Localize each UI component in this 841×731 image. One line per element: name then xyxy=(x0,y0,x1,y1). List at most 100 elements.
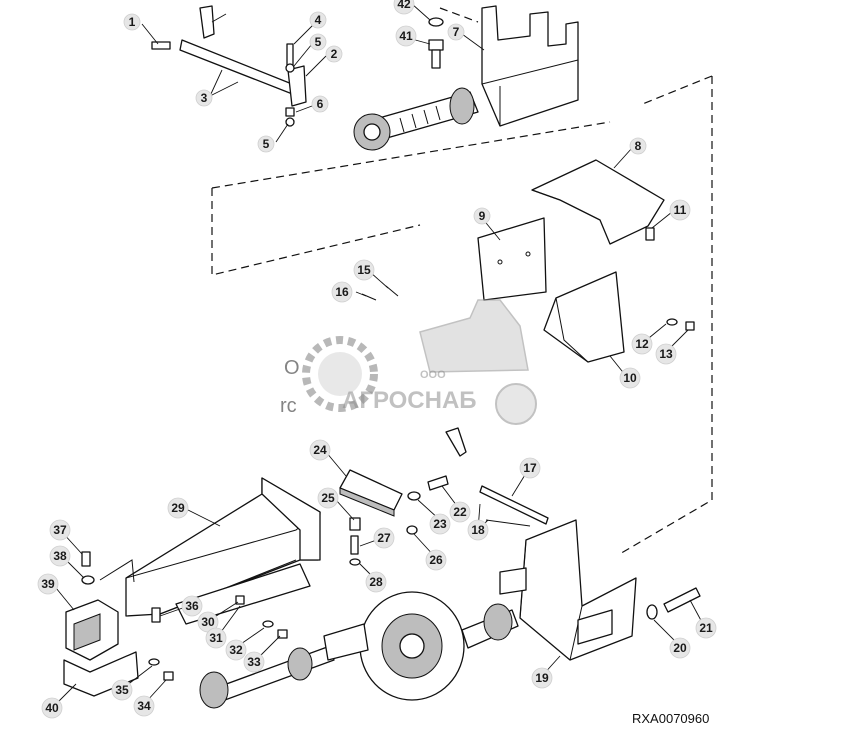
callout-c21: 21 xyxy=(695,617,717,639)
callout-c22: 22 xyxy=(449,501,471,523)
callout-bubble xyxy=(519,457,541,479)
callout-number: 10 xyxy=(623,371,637,385)
callout-number: 33 xyxy=(247,655,261,669)
callout-bubble xyxy=(167,497,189,519)
lower-cover-10-fold xyxy=(555,297,589,363)
callout-bubble xyxy=(41,697,63,719)
callout-bubble xyxy=(353,259,375,281)
callout-c17: 17 xyxy=(519,457,541,479)
callout-bubble xyxy=(195,89,213,107)
upper-shaft-yoke-left-inner xyxy=(363,123,381,141)
callout-bubble xyxy=(331,281,353,303)
bar-bracket-right xyxy=(287,65,307,107)
callout-c12: 12 xyxy=(631,333,653,355)
callout-number: 37 xyxy=(53,523,67,537)
callout-number: 22 xyxy=(453,505,467,519)
callout-bubble xyxy=(669,199,691,221)
callout-bubble xyxy=(309,11,327,29)
end-cap-39-opening xyxy=(73,613,101,651)
gearbox-hub xyxy=(399,633,425,659)
text-fragment-o: O xyxy=(284,357,300,379)
callout-number: 15 xyxy=(357,263,371,277)
callout-c26: 26 xyxy=(425,549,447,571)
callout-bubble xyxy=(257,135,275,153)
callout-bubble xyxy=(429,513,451,535)
pin-18 xyxy=(485,519,531,527)
nut-31 xyxy=(235,595,245,605)
upper-shaft-ribs xyxy=(399,105,441,133)
callout-number: 2 xyxy=(331,47,338,61)
end-cap-bracket xyxy=(99,559,135,583)
callout-number: 5 xyxy=(263,137,270,151)
callout-bubble xyxy=(395,25,417,47)
callout-c28: 28 xyxy=(365,571,387,593)
bolt-34 xyxy=(163,671,174,681)
nut-6 xyxy=(285,107,295,117)
callout-bubble xyxy=(49,519,71,541)
callout-c27: 27 xyxy=(373,527,395,549)
callout-number: 20 xyxy=(673,641,687,655)
washer-35 xyxy=(148,658,160,666)
callout-c2: 2 xyxy=(325,45,343,63)
top-cover-8 xyxy=(531,159,665,245)
callout-number: 32 xyxy=(229,643,243,657)
bolt-27 xyxy=(350,535,359,555)
callout-c23: 23 xyxy=(429,513,451,535)
bolt-41-shank xyxy=(431,49,441,69)
callout-bubble xyxy=(311,95,329,113)
callout-c25: 25 xyxy=(317,487,339,509)
callout-c33: 33 xyxy=(243,651,265,673)
callout-number: 30 xyxy=(201,615,215,629)
panel-9-hole-b xyxy=(525,251,531,257)
watermark-prefix: ООО xyxy=(420,369,446,381)
callout-number: 1 xyxy=(129,15,136,29)
tube-shield-29-flange xyxy=(261,477,321,561)
callout-c34: 34 xyxy=(133,695,155,717)
main-shaft-yoke-left xyxy=(199,671,229,709)
callout-bubble xyxy=(111,679,133,701)
callout-number: 17 xyxy=(523,461,537,475)
callout-c39: 39 xyxy=(37,573,59,595)
callout-number: 27 xyxy=(377,531,391,545)
callout-number: 18 xyxy=(471,523,485,537)
washer-5-top xyxy=(285,63,295,73)
washer-12 xyxy=(666,318,678,326)
support-bar-assembly xyxy=(151,5,307,127)
callout-number: 4 xyxy=(315,13,322,27)
callout-bubble xyxy=(619,367,641,389)
clip-25 xyxy=(349,517,361,531)
callout-c4: 4 xyxy=(309,11,327,29)
callout-number: 13 xyxy=(659,347,673,361)
callout-c41: 41 xyxy=(395,25,417,47)
callout-c38: 38 xyxy=(49,545,71,567)
callout-bubble xyxy=(631,333,653,355)
callout-number: 7 xyxy=(453,25,460,39)
callout-c9: 9 xyxy=(473,207,491,225)
callout-number: 8 xyxy=(635,139,642,153)
callout-bubble xyxy=(425,549,447,571)
bolt-41-washer-42 xyxy=(428,17,444,69)
callout-c40: 40 xyxy=(41,697,63,719)
bolt-41-head xyxy=(428,39,444,51)
callout-bubble xyxy=(133,695,155,717)
lower-cover-10 xyxy=(543,271,625,363)
main-shaft-yoke-mid xyxy=(287,647,313,681)
bolt-21 xyxy=(663,587,701,613)
callout-c20: 20 xyxy=(669,637,691,659)
rod-17 xyxy=(479,485,549,525)
callout-bubble xyxy=(309,33,327,51)
callout-number: 23 xyxy=(433,517,447,531)
watermark: ООО АГРОСНАБ O rc xyxy=(280,299,537,425)
callout-bubble xyxy=(49,545,71,567)
callout-number: 28 xyxy=(369,575,383,589)
washer-32 xyxy=(262,620,274,628)
callout-number: 19 xyxy=(535,671,549,685)
callout-bubble xyxy=(181,595,203,617)
callout-bubble xyxy=(393,0,415,15)
bolt-33 xyxy=(277,629,288,639)
callout-number: 25 xyxy=(321,491,335,505)
callout-bubble xyxy=(629,137,647,155)
callout-number: 24 xyxy=(313,443,327,457)
callout-number: 41 xyxy=(399,29,413,43)
